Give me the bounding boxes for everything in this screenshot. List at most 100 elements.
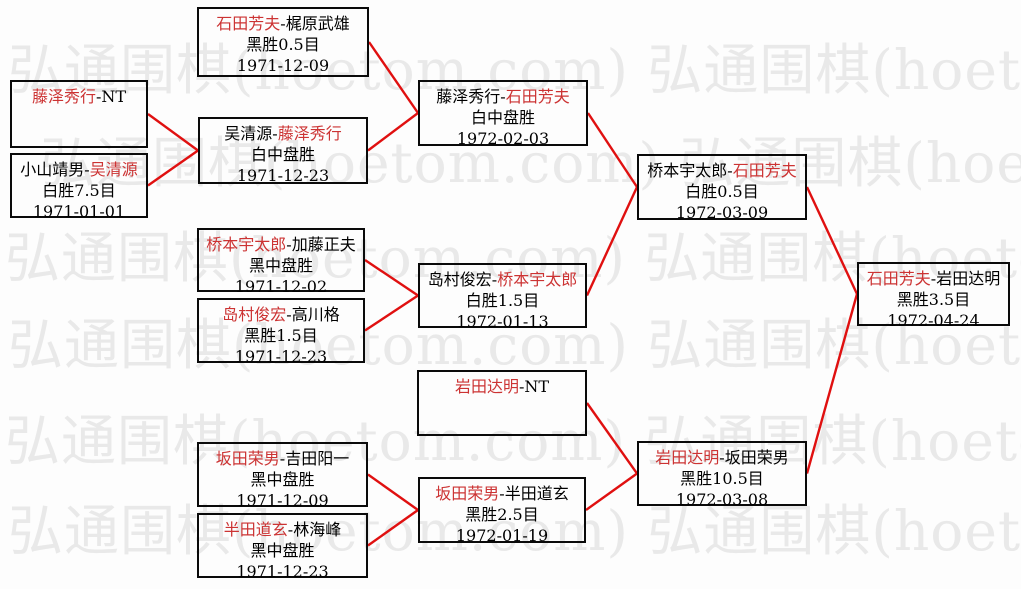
match-box-b13[interactable]: 坂田荣男-半田道玄黑胜2.5目 1972-01-19 [418, 477, 586, 545]
match-players: 藤泽秀行-NT [12, 86, 146, 107]
player1-name: 石田芳夫 [866, 269, 931, 288]
match-result: 白胜0.5目 [685, 182, 759, 201]
match-box-b10[interactable]: 岩田达明-NT [417, 370, 587, 436]
match-players: 岩田达明-坂田荣男 [639, 447, 805, 468]
player2-name: 藤泽秀行 [277, 124, 342, 143]
match-result: 黑中盘胜 [250, 470, 315, 489]
player1-name: 吴清源 [224, 124, 273, 143]
player1-name: 坂田荣男 [215, 449, 280, 468]
match-result: 黑胜10.5目 [680, 469, 764, 488]
match-players: 桥本宇太郎-石田芳夫 [639, 160, 805, 181]
player2-name: 吴清源 [89, 160, 138, 179]
match-players: 半田道玄-林海峰 [199, 519, 366, 540]
match-box-b7[interactable]: 岛村俊宏-高川格黑胜1.5目 1971-12-23 [197, 298, 365, 366]
player1-name: 岩田达明 [454, 377, 519, 396]
match-date: 1972-01-13 [456, 312, 549, 331]
match-box-b2[interactable]: 藤泽秀行-NT [10, 80, 148, 148]
player1-name: 岩田达明 [655, 448, 720, 467]
match-date: 1971-12-02 [234, 277, 328, 296]
match-date: 1972-01-19 [455, 526, 549, 545]
player2-name: 石田芳夫 [732, 161, 797, 180]
players-separator: - [727, 161, 733, 180]
match-players: 岩田达明-NT [419, 376, 585, 397]
match-players: 岛村俊宏-桥本宇太郎 [420, 269, 585, 290]
match-date: 1971-01-01 [32, 202, 126, 221]
match-result: 白胜7.5目 [42, 181, 116, 200]
player2-name: 桥本宇太郎 [497, 270, 578, 289]
players-separator: - [930, 269, 937, 288]
match-result: 黑中盘胜 [248, 256, 313, 275]
players-separator: - [84, 160, 90, 179]
match-date: 1971-12-23 [236, 562, 329, 581]
match-result: 白中盘胜 [470, 108, 535, 127]
player1-name: 岛村俊宏 [222, 305, 287, 324]
watermark-text: 弘通围棋(hoetom.com) 弘通围棋(hoetom.com) [8, 499, 1021, 563]
match-result: 黑中盘胜 [250, 541, 315, 560]
player2-name: NT [101, 87, 127, 106]
match-players: 石田芳夫-梶原武雄 [199, 13, 367, 34]
watermark-text: 弘通围棋(hoetom.com) 弘通围棋(hoetom.com) [12, 574, 1021, 589]
player2-name: 坂田荣男 [724, 448, 789, 467]
match-date: 1971-12-23 [234, 347, 328, 366]
match-date: 1972-03-09 [675, 203, 769, 222]
match-box-b11[interactable]: 坂田荣男-吉田阳一黑中盘胜 1971-12-09 [197, 442, 368, 510]
player1-name: 坂田荣男 [435, 484, 500, 503]
players-separator: - [286, 305, 292, 324]
match-date: 1972-04-24 [887, 311, 980, 330]
players-separator: - [280, 14, 286, 33]
match-result: 黑胜2.5目 [465, 505, 539, 524]
watermark-text: 弘通围棋(hoetom.com) 弘通围棋(hoetom.com) [8, 38, 1021, 102]
match-players: 吴清源-藤泽秀行 [200, 123, 366, 144]
player1-name: 藤泽秀行 [31, 87, 96, 106]
player2-name: 吉田阳一 [285, 449, 350, 468]
players-separator: - [719, 448, 725, 467]
player2-name: NT [524, 377, 550, 396]
player1-name: 桥本宇太郎 [647, 161, 728, 180]
players-separator: - [491, 270, 498, 289]
match-result: 黑胜1.5目 [244, 326, 318, 345]
player2-name: 加藤正夫 [291, 235, 356, 254]
match-date: 1971-12-09 [236, 491, 329, 510]
match-box-b3[interactable]: 小山靖男-吴清源白胜7.5目 1971-01-01 [10, 153, 148, 221]
player2-name: 石田芳夫 [505, 87, 570, 106]
player2-name: 林海峰 [293, 520, 342, 539]
player2-name: 半田道玄 [504, 484, 569, 503]
match-players: 岛村俊宏-高川格 [199, 304, 363, 325]
match-date: 1971-12-09 [236, 56, 330, 75]
player1-name: 半田道玄 [223, 520, 288, 539]
match-players: 桥本宇太郎-加藤正夫 [199, 234, 363, 255]
players-separator: - [272, 124, 278, 143]
players-separator: - [95, 87, 102, 106]
player1-name: 岛村俊宏 [427, 270, 492, 289]
match-players: 小山靖男-吴清源 [12, 159, 146, 180]
player1-name: 石田芳夫 [216, 14, 281, 33]
player2-name: 梶原武雄 [285, 14, 350, 33]
match-players: 藤泽秀行-石田芳夫 [420, 86, 586, 107]
watermark-text: 弘通围棋(hoetom.com) 弘通围棋(hoetom.com) [40, 131, 1021, 195]
players-separator: - [279, 449, 286, 468]
match-players: 坂田荣男-半田道玄 [420, 483, 584, 504]
match-date: 1972-02-03 [456, 129, 550, 148]
players-separator: - [287, 520, 294, 539]
player2-name: 岩田达明 [936, 269, 1001, 288]
match-result: 黑胜3.5目 [896, 290, 971, 309]
player1-name: 桥本宇太郎 [206, 235, 287, 254]
players-separator: - [286, 235, 292, 254]
match-date: 1971-12-23 [236, 166, 330, 185]
match-date: 1972-03-08 [675, 490, 769, 509]
players-separator: - [518, 377, 525, 396]
players-separator: - [500, 87, 506, 106]
match-players: 石田芳夫-岩田达明 [859, 268, 1008, 289]
player1-name: 藤泽秀行 [436, 87, 501, 106]
match-result: 黑胜0.5目 [246, 35, 320, 54]
